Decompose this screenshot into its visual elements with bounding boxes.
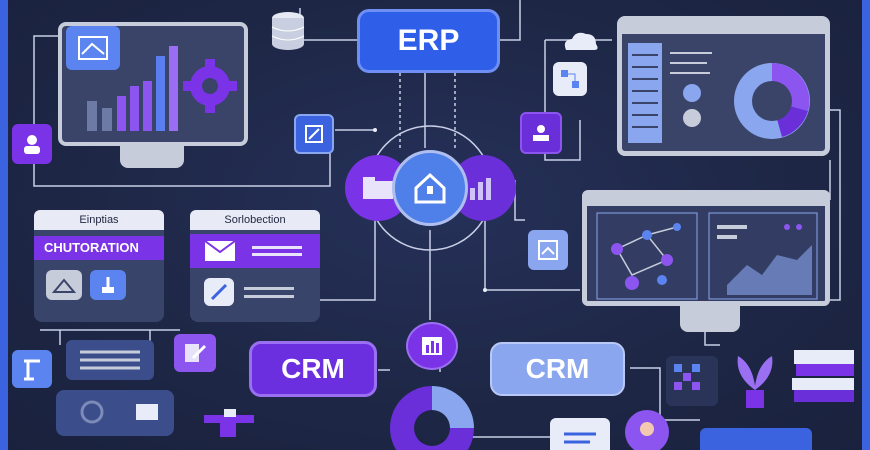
- laptop-icon: [700, 428, 812, 450]
- report-monitor: [617, 16, 830, 156]
- plant-icon: [737, 356, 773, 408]
- report-icon[interactable]: [406, 322, 458, 370]
- crm-button-left[interactable]: CRM: [249, 341, 377, 397]
- card-header: Sorlobection: [190, 210, 320, 230]
- document-icon[interactable]: [294, 114, 334, 154]
- right-frame-bar: [862, 0, 870, 450]
- user-desk-icon[interactable]: [520, 112, 562, 154]
- books-icon: [792, 350, 854, 402]
- cloud-icon: [564, 32, 598, 50]
- card-band: CHUTORATION: [34, 236, 164, 260]
- left-frame-bar: [0, 0, 8, 450]
- collaboration-card: Sorlobection: [190, 210, 320, 322]
- upload-icon[interactable]: [90, 270, 126, 300]
- home-icon[interactable]: [392, 150, 468, 226]
- monitor-stand: [680, 306, 740, 332]
- wrench-icon: [204, 409, 254, 437]
- database-icon: [271, 12, 305, 50]
- monitor-stand: [120, 146, 184, 168]
- crane-icon[interactable]: [12, 350, 52, 388]
- document-icon[interactable]: [550, 418, 610, 450]
- avatar-icon[interactable]: [625, 410, 669, 450]
- signature-icon[interactable]: [204, 278, 234, 306]
- tools-panel: [56, 390, 174, 436]
- erp-button[interactable]: ERP: [357, 9, 500, 73]
- network-icon[interactable]: [553, 62, 587, 96]
- image-icon[interactable]: [66, 26, 120, 70]
- mail-icon: [204, 240, 236, 261]
- network-graph-icon: [596, 212, 818, 300]
- inbox-icon[interactable]: [46, 270, 82, 300]
- list-panel: [66, 340, 154, 380]
- donut-chart-icon: [390, 386, 474, 450]
- crm-button-right[interactable]: CRM: [490, 342, 625, 396]
- customization-card: Einptias CHUTORATION: [34, 210, 164, 322]
- gallery-icon[interactable]: [528, 230, 568, 270]
- grid-panel: [666, 356, 718, 406]
- card-header: Einptias: [34, 210, 164, 230]
- person-icon[interactable]: [12, 124, 52, 164]
- edit-icon[interactable]: [174, 334, 216, 372]
- workflow-monitor: [582, 190, 830, 306]
